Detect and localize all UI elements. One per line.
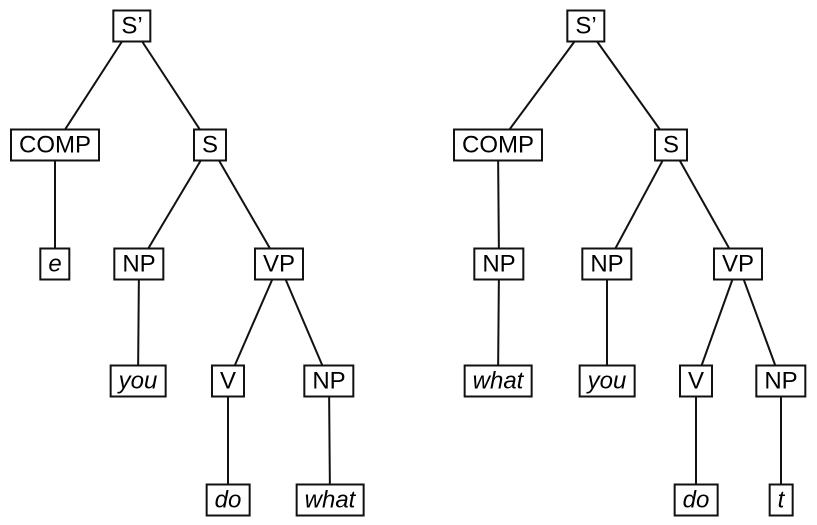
- left-tree-edge-np1-you: [137, 263, 140, 382]
- left-tree-node-np1: NP: [113, 247, 165, 281]
- left-tree-edge-s-np1: [138, 144, 211, 265]
- right-tree-node-np3: NP: [755, 364, 807, 398]
- left-tree-node-you: you: [109, 364, 167, 398]
- left-tree-node-what: what: [295, 483, 365, 517]
- left-tree-node-v: V: [210, 364, 246, 398]
- left-tree-edge-np2-what: [328, 380, 331, 501]
- left-tree-node-do: do: [205, 483, 251, 517]
- right-tree-node-v: V: [678, 364, 714, 398]
- right-tree-node-vp: VP: [712, 247, 764, 281]
- right-tree-edge-np1-what: [497, 263, 500, 382]
- right-tree-node-np1: NP: [473, 247, 525, 281]
- right-tree-node-np2: NP: [581, 247, 633, 281]
- right-tree-edge-sbar-comp: [497, 25, 587, 146]
- right-tree-edge-comp-np1: [497, 144, 500, 265]
- left-tree-edge-sbar-comp: [54, 25, 133, 146]
- right-tree-edge-vp-v: [695, 263, 739, 382]
- left-tree-node-comp: COMP: [10, 128, 100, 162]
- left-tree-node-vp: VP: [253, 247, 305, 281]
- right-tree-node-t: t: [768, 483, 794, 517]
- right-tree-edge-vp-np3: [737, 263, 782, 382]
- right-tree-node-what: what: [463, 364, 533, 398]
- left-tree-edge-s-vp: [209, 144, 280, 265]
- right-tree-node-comp: COMP: [453, 128, 543, 162]
- right-tree-edge-sbar-s: [585, 25, 672, 146]
- right-tree-node-you: you: [578, 364, 636, 398]
- right-tree-node-do: do: [673, 483, 719, 517]
- left-tree-node-sbar: S’: [112, 9, 152, 43]
- left-tree-node-np2: NP: [303, 364, 355, 398]
- left-tree-edge-sbar-s: [131, 25, 211, 146]
- left-tree-edge-vp-np2: [278, 263, 330, 382]
- right-tree-node-sbar: S’: [566, 9, 606, 43]
- right-tree-edge-s-np2: [606, 144, 672, 265]
- right-tree-edge-s-vp: [670, 144, 739, 265]
- left-tree-node-s: S: [192, 128, 228, 162]
- left-tree-node-e: e: [39, 247, 71, 281]
- right-tree-node-s: S: [653, 128, 689, 162]
- left-tree-edge-vp-v: [227, 263, 280, 382]
